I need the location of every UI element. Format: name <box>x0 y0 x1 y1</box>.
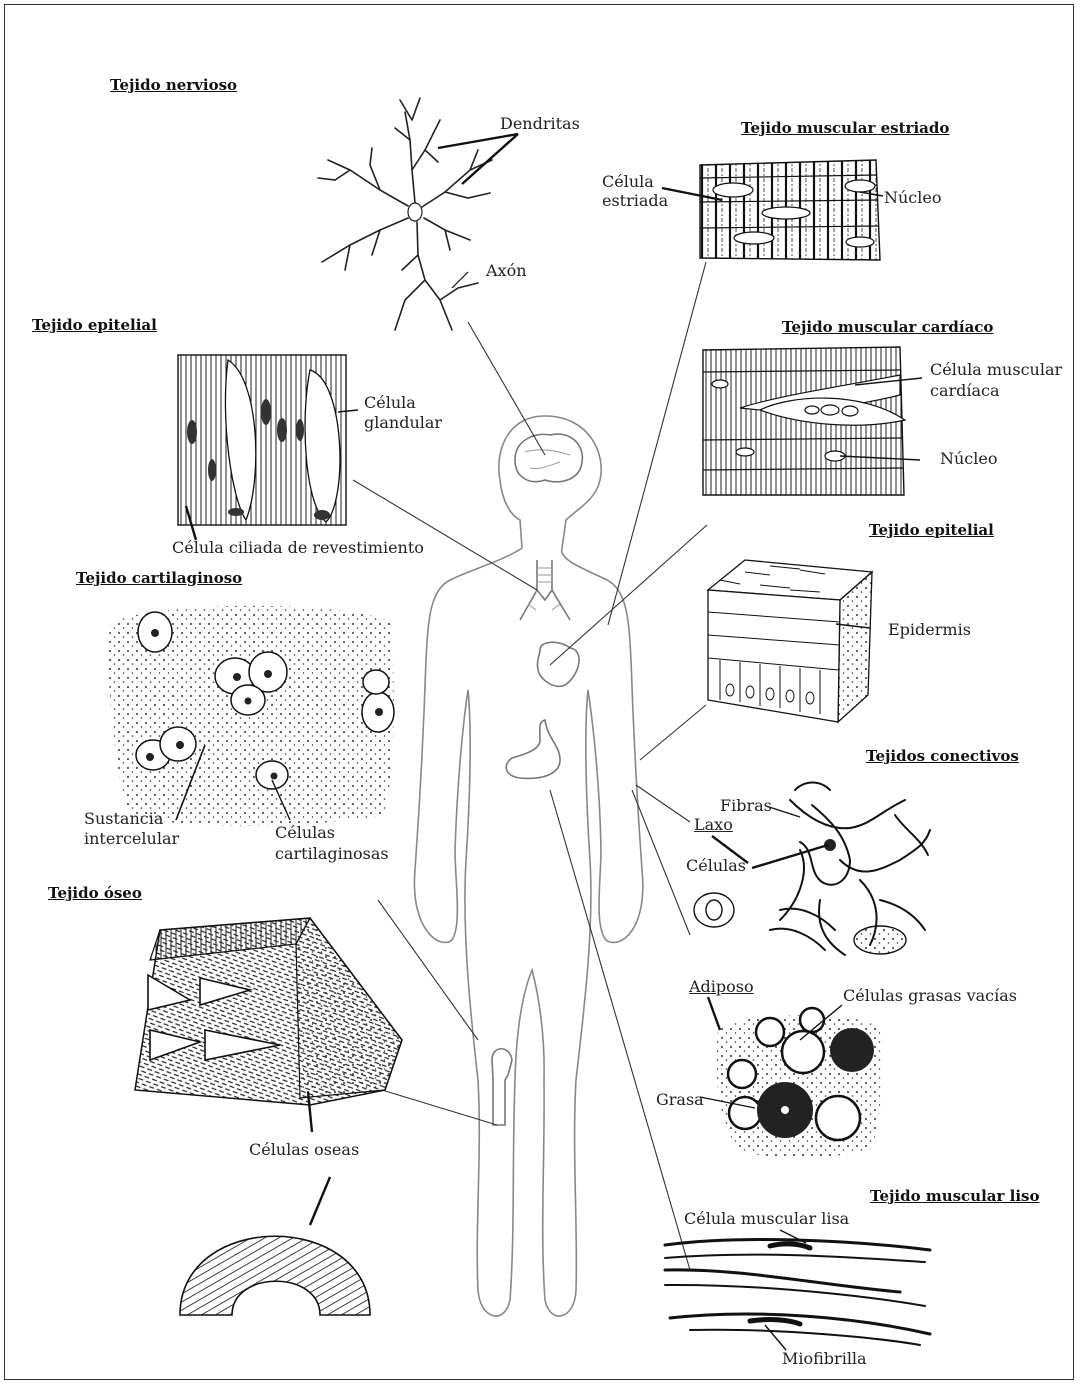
label-celula-muscular-lisa: Célula muscular lisa <box>684 1209 849 1228</box>
label-axon: Axón <box>486 261 527 280</box>
heading-tejido-epitelial-right: Tejido epitelial <box>869 521 994 539</box>
heading-tejido-muscular-liso: Tejido muscular liso <box>870 1187 1039 1205</box>
adipose-drawing <box>716 1008 882 1158</box>
label-sustancia-intercelular-line2: intercelular <box>84 829 179 848</box>
human-body-outline <box>414 416 642 1316</box>
label-miofibrilla: Miofibrilla <box>782 1349 867 1368</box>
label-sustancia-intercelular-line1: Sustancia <box>84 809 163 828</box>
bone-drawing <box>135 918 402 1105</box>
heading-tejidos-conectivos: Tejidos conectivos <box>866 747 1019 765</box>
cardiac-muscle-drawing <box>703 347 905 495</box>
heading-tejido-nervioso: Tejido nervioso <box>110 76 237 94</box>
label-celula-estriada-line2: estriada <box>602 191 668 210</box>
label-celulas-grasas-vacias: Células grasas vacías <box>843 986 1017 1005</box>
label-celula-muscular-cardiaca-line2: cardíaca <box>930 381 1000 400</box>
label-celulas-oseas: Células oseas <box>249 1140 359 1159</box>
label-celula-glandular-line2: glandular <box>364 413 442 432</box>
bone-ring-drawing <box>180 1236 370 1315</box>
label-grasa: Grasa <box>656 1090 704 1109</box>
label-dendritas: Dendritas <box>500 114 580 133</box>
heading-tejido-muscular-cardiaco: Tejido muscular cardíaco <box>782 318 993 336</box>
label-celulas: Células <box>686 856 746 875</box>
label-nucleo-estriado: Núcleo <box>884 188 941 207</box>
label-celula-muscular-cardiaca-line1: Célula muscular <box>930 360 1062 379</box>
label-celulas-cartilaginosas-line1: Células <box>275 823 335 842</box>
glandular-epithelium-drawing <box>178 355 346 525</box>
heading-tejido-muscular-estriado: Tejido muscular estriado <box>741 119 949 137</box>
heading-tejido-cartilaginoso: Tejido cartilaginoso <box>76 569 242 587</box>
heading-tejido-oseo: Tejido óseo <box>48 884 142 902</box>
heading-tejido-epitelial-left: Tejido epitelial <box>32 316 157 334</box>
cartilage-drawing <box>109 606 394 826</box>
label-celulas-cartilaginosas-line2: cartilaginosas <box>275 844 389 863</box>
striated-muscle-drawing <box>700 160 880 260</box>
label-fibras: Fibras <box>720 796 772 815</box>
label-celula-estriada-line1: Célula <box>602 172 654 191</box>
neuron-drawing <box>318 98 492 330</box>
epidermis-drawing <box>708 560 872 722</box>
label-celula-glandular-line1: Célula <box>364 393 416 412</box>
label-epidermis: Epidermis <box>888 620 971 639</box>
label-nucleo-cardiaco: Núcleo <box>940 449 997 468</box>
label-laxo: Laxo <box>694 815 733 834</box>
smooth-muscle-drawing <box>665 1240 930 1345</box>
label-celula-ciliada: Célula ciliada de revestimiento <box>172 538 424 557</box>
label-adiposo: Adiposo <box>689 977 754 996</box>
